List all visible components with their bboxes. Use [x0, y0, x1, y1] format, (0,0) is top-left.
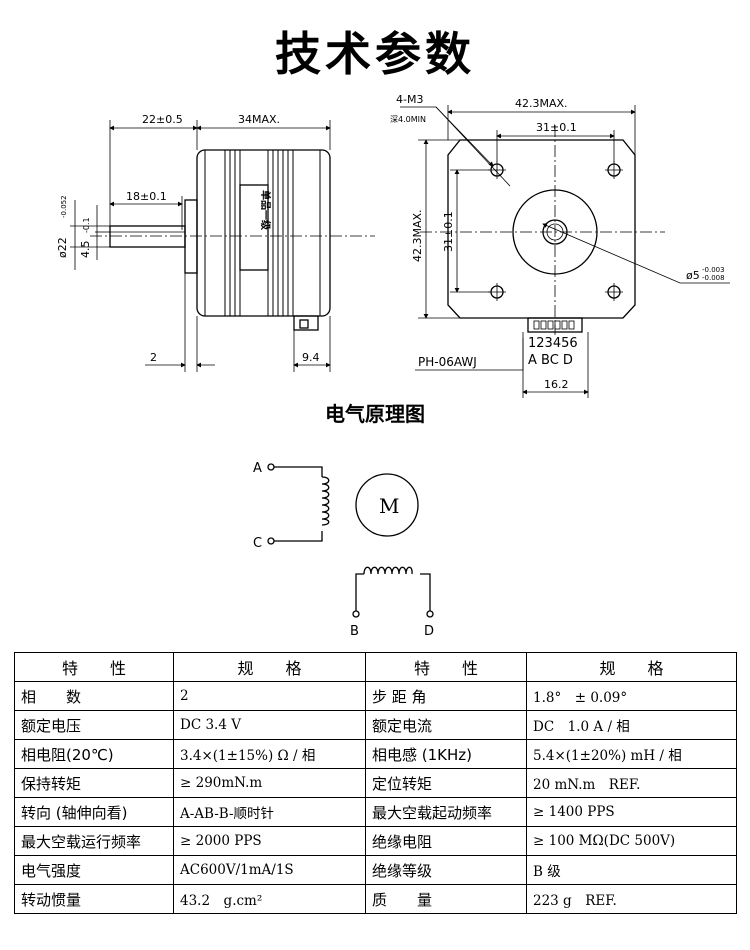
spec-value: 1.8° ± 0.09°: [526, 681, 737, 711]
dim-hole-spacing-v: 31±0.1: [442, 211, 455, 252]
spec-value: ≥ 1400 PPS: [526, 797, 737, 827]
spec-header-row: 特 性 规 格 特 性 规 格: [14, 652, 737, 682]
terminal-d-node: [426, 610, 434, 618]
spec-value: 20 mN.m REF.: [526, 768, 737, 798]
terminal-b-label: B: [350, 624, 359, 639]
terminal-b-node: [352, 610, 360, 618]
header-characteristic: 特 性: [365, 652, 527, 682]
spec-value: AC600V/1mA/1S: [173, 855, 366, 885]
spec-key: 步 距 角: [365, 681, 527, 711]
pin-numbers: 123456: [528, 336, 578, 351]
spec-value: 223 g REF.: [526, 884, 737, 914]
dim-mount-holes: 4-M3: [396, 93, 423, 106]
motor-label: M: [379, 494, 399, 518]
spec-value: 43.2 g.cm²: [173, 884, 366, 914]
mount-holes: [488, 161, 623, 301]
dim-connector-width: 16.2: [544, 378, 569, 391]
dim-shaft-length: 22±0.5: [142, 113, 183, 126]
spec-row: 电气强度 AC600V/1mA/1S 绝缘等级 B 级: [14, 855, 737, 885]
shaft: [109, 225, 186, 248]
spec-value: B 级: [526, 855, 737, 885]
terminal-a-node: [267, 463, 275, 471]
dim-shaft-tol-lower: -0.008: [702, 274, 725, 282]
spec-key: 转动惯量: [14, 884, 174, 914]
dim-connector-offset: 9.4: [302, 351, 320, 364]
spec-row: 保持转矩 ≥ 290mN.m 定位转矩 20 mN.m REF.: [14, 768, 737, 798]
terminal-c-node: [267, 537, 275, 545]
spec-row: 额定电压 DC 3.4 V 额定电流 DC 1.0 A / 相: [14, 710, 737, 740]
spec-value: ≥ 2000 PPS: [173, 826, 366, 856]
page-title: 技术参数: [275, 27, 475, 81]
spec-row: 相 数 2 步 距 角 1.8° ± 0.09°: [14, 681, 737, 711]
spec-value: ≥ 100 MΩ(DC 500V): [526, 826, 737, 856]
dim-shaft-diameter-tol: -0.052: [60, 195, 68, 218]
spec-key: 相电感 (1KHz): [365, 739, 527, 769]
spec-row: 转动惯量 43.2 g.cm² 质 量 223 g REF.: [14, 884, 737, 914]
spec-key: 绝缘等级: [365, 855, 527, 885]
header-specification: 规 格: [526, 652, 737, 682]
spec-key: 绝缘电阻: [365, 826, 527, 856]
coil-ac: [321, 476, 330, 526]
pin-names: A BC D: [528, 353, 573, 368]
dim-flat-depth: 4.5: [79, 241, 92, 259]
coil-bd: [363, 566, 413, 575]
side-view: [70, 120, 375, 372]
spec-row: 最大空载运行频率 ≥ 2000 PPS 绝缘电阻 ≥ 100 MΩ(DC 500…: [14, 826, 737, 856]
spec-value: DC 1.0 A / 相: [526, 710, 737, 740]
label-plate-text: 单品一级: [259, 190, 272, 231]
front-body: [447, 139, 636, 319]
spec-value: A-AB-B-顺时针: [173, 797, 366, 827]
dim-flat-depth-tol: -0.1: [82, 217, 91, 233]
dim-body-length: 34MAX.: [238, 113, 280, 126]
spec-key: 质 量: [365, 884, 527, 914]
header-characteristic: 特 性: [14, 652, 174, 682]
spec-key: 额定电压: [14, 710, 174, 740]
dim-shaft-tol-upper: -0.003: [702, 266, 725, 274]
spec-key: 保持转矩: [14, 768, 174, 798]
motor-body: [196, 149, 331, 317]
connector: [293, 315, 319, 331]
spec-row: 转向 (轴伸向看) A-AB-B-顺时针 最大空载起动频率 ≥ 1400 PPS: [14, 797, 737, 827]
spec-key: 最大空载起动频率: [365, 797, 527, 827]
dim-flat-length: 18±0.1: [126, 190, 167, 203]
spec-table: 特 性 规 格 特 性 规 格 相 数 2 步 距 角 1.8° ± 0.09°…: [14, 652, 737, 914]
dim-hole-spacing-h: 31±0.1: [536, 121, 577, 134]
spec-key: 转向 (轴伸向看): [14, 797, 174, 827]
dim-front-height: 42.3MAX.: [411, 209, 424, 262]
label-plate: [239, 184, 269, 271]
dim-shaft-dia: ø5: [686, 269, 700, 282]
spec-row: 相电阻(20℃) 3.4×(1±15%) Ω / 相 相电感 (1KHz) 5.…: [14, 739, 737, 769]
dim-front-width: 42.3MAX.: [515, 97, 568, 110]
spec-key: 电气强度: [14, 855, 174, 885]
terminal-c-label: C: [253, 536, 262, 551]
spec-key: 相 数: [14, 681, 174, 711]
spec-key: 定位转矩: [365, 768, 527, 798]
dim-boss: 2: [150, 351, 157, 364]
terminal-a-label: A: [253, 461, 262, 476]
boss: [184, 199, 198, 274]
spec-key: 最大空载运行频率: [14, 826, 174, 856]
spec-value: 2: [173, 681, 366, 711]
schematic-title: 电气原理图: [325, 402, 425, 426]
spec-key: 额定电流: [365, 710, 527, 740]
spec-key: 相电阻(20℃): [14, 739, 174, 769]
spec-value: DC 3.4 V: [173, 710, 366, 740]
motor-symbol: [355, 473, 419, 537]
connector-model: PH-06AWJ: [418, 355, 477, 369]
spec-value: 3.4×(1±15%) Ω / 相: [173, 739, 366, 769]
front-view: [400, 105, 730, 398]
dim-hole-depth: 深4.0MIN: [390, 115, 426, 124]
spec-value: 5.4×(1±20%) mH / 相: [526, 739, 737, 769]
spec-value: ≥ 290mN.m: [173, 768, 366, 798]
terminal-d-label: D: [424, 624, 434, 639]
schematic: [267, 463, 434, 618]
header-specification: 规 格: [173, 652, 366, 682]
dim-shaft-diameter: ø22: [56, 237, 69, 258]
front-connector: [527, 317, 583, 333]
